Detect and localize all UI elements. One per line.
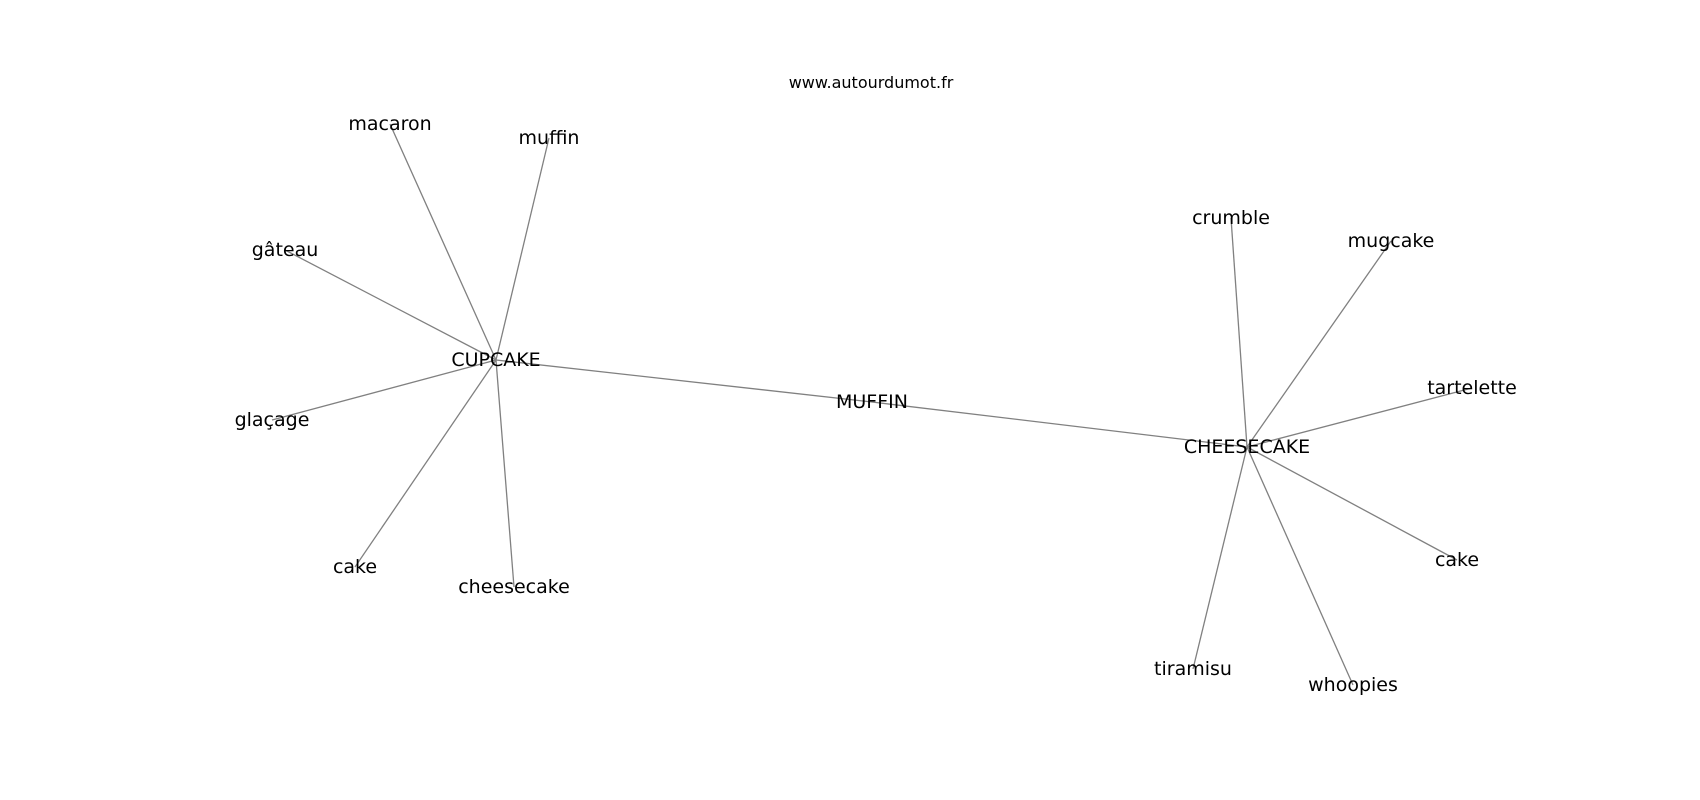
graph-labels: MUFFIN CUPCAKE macaron muffin gâteau glaçage c… (235, 113, 1517, 696)
edge-cupcake-5 (495, 359, 515, 588)
node-cheesecake-neighbor-label: whoopies (1308, 674, 1398, 696)
node-hub-cheesecake-label: CHEESECAKE (1184, 436, 1310, 458)
node-cupcake-neighbor-label: cheesecake (458, 576, 570, 598)
edge-cupcake-1 (495, 137, 550, 361)
watermark-text: www.autourdumot.fr (789, 73, 954, 92)
edge-cheesecake-5 (1192, 446, 1248, 670)
edge-center-cheesecake (871, 401, 1248, 448)
edge-cupcake-0 (389, 123, 497, 361)
edge-cheesecake-4 (1246, 446, 1354, 686)
edge-cupcake-3 (271, 359, 497, 421)
edge-cheesecake-2 (1246, 387, 1473, 448)
edge-center-cupcake (495, 359, 873, 403)
edge-cupcake-2 (284, 249, 497, 361)
node-cupcake-neighbor-label: cake (333, 556, 377, 578)
node-cupcake-neighbor-label: gâteau (252, 239, 319, 261)
edge-cheesecake-3 (1246, 446, 1458, 561)
node-center-label: MUFFIN (836, 391, 908, 413)
edge-cheesecake-0 (1230, 217, 1248, 448)
node-cheesecake-neighbor-label: cake (1435, 549, 1479, 571)
node-cupcake-neighbor-label: muffin (519, 127, 580, 149)
node-cheesecake-neighbor-label: tartelette (1427, 377, 1517, 399)
edge-cheesecake-1 (1246, 240, 1392, 448)
node-cheesecake-neighbor-label: tiramisu (1154, 658, 1232, 680)
graph-edges (271, 123, 1473, 686)
node-cupcake-neighbor-label: macaron (348, 113, 431, 135)
node-hub-cupcake-label: CUPCAKE (451, 349, 540, 371)
node-cheesecake-neighbor-label: crumble (1192, 207, 1270, 229)
node-cheesecake-neighbor-label: mugcake (1348, 230, 1435, 252)
edge-cupcake-4 (354, 359, 497, 568)
node-cupcake-neighbor-label: glaçage (235, 409, 310, 431)
